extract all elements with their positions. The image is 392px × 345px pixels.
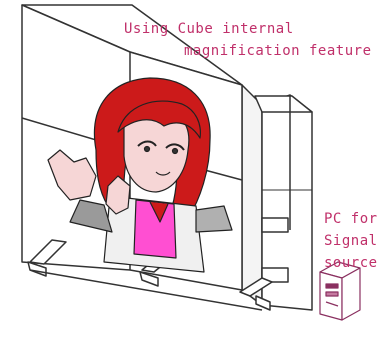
caption-line-1: Using Cube internal — [124, 22, 294, 36]
pc-label-line-3: source — [324, 256, 378, 270]
pc-label-line-1: PC for — [324, 212, 378, 226]
pc-label-line-2: Signal — [324, 234, 378, 248]
caption-line-2: magnification feature — [184, 44, 372, 58]
